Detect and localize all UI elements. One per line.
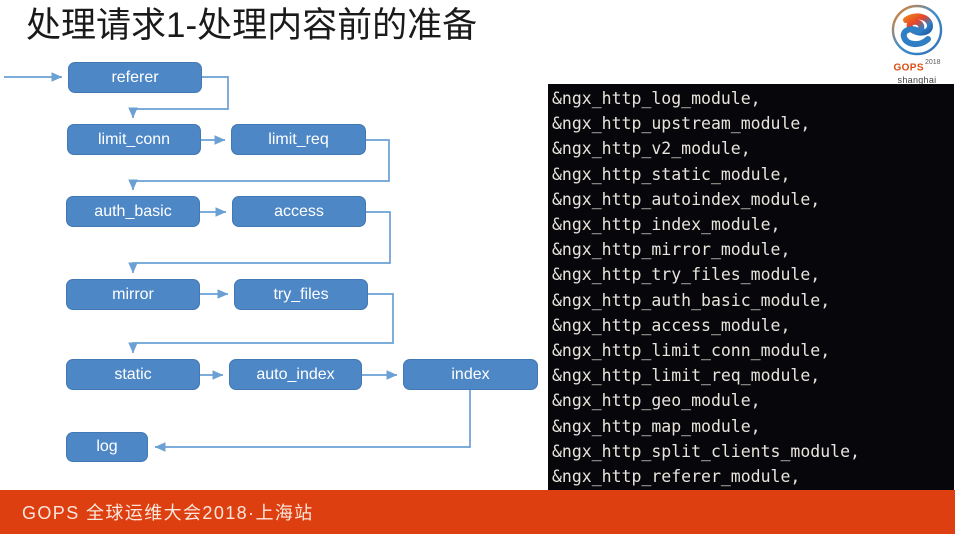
code-line: &ngx_http_autoindex_module,: [552, 189, 821, 209]
flow-node-label: limit_conn: [97, 130, 171, 148]
code-line: &ngx_http_limit_conn_module,: [552, 341, 831, 361]
flow-node-label: auth_basic: [94, 202, 172, 220]
gops-logo: GOPS2018 shanghai: [884, 4, 950, 85]
flow-node-label: limit_req: [268, 130, 329, 148]
footer-bar: GOPS 全球运维大会2018·上海站: [0, 490, 955, 534]
flow-node-label: auto_index: [256, 365, 335, 383]
code-line: &ngx_http_mirror_module,: [552, 240, 791, 260]
code-line: &ngx_http_split_clients_module,: [552, 441, 860, 461]
flow-node-auto-index[interactable]: auto_index: [229, 359, 362, 390]
code-line-list: &ngx_http_log_module, &ngx_http_upstream_…: [548, 84, 954, 489]
flow-node-limit-req[interactable]: limit_req: [231, 124, 366, 155]
flow-node-static[interactable]: static: [66, 359, 200, 390]
code-line: &ngx_http_v2_module,: [552, 139, 751, 159]
flow-node-label: mirror: [112, 285, 154, 303]
code-line: &ngx_http_try_files_module,: [552, 265, 821, 285]
flow-node-label: try_files: [273, 285, 329, 303]
flow-node-referer[interactable]: referer: [68, 62, 202, 93]
flow-node-limit-conn[interactable]: limit_conn: [67, 124, 201, 155]
code-line: &ngx_http_log_module,: [552, 89, 761, 108]
code-line: &ngx_http_referer_module,: [552, 467, 801, 487]
flow-node-label: referer: [111, 68, 159, 86]
code-line: &ngx_http_index_module,: [552, 215, 781, 235]
code-line: &ngx_http_upstream_module,: [552, 114, 811, 134]
flow-node-label: index: [451, 365, 490, 383]
flow-node-try-files[interactable]: try_files: [234, 279, 368, 310]
logo-brand: GOPS: [893, 62, 924, 74]
flow-node-label: static: [114, 365, 152, 383]
code-line: &ngx_http_static_module,: [552, 164, 791, 184]
flow-node-index[interactable]: index: [403, 359, 538, 390]
code-line: &ngx_http_limit_req_module,: [552, 366, 821, 386]
flow-node-label: access: [274, 202, 324, 220]
code-line: &ngx_http_access_module,: [552, 315, 791, 335]
flow-node-mirror[interactable]: mirror: [66, 279, 200, 310]
code-panel: &ngx_http_log_module, &ngx_http_upstream_…: [548, 84, 954, 490]
code-line: &ngx_http_geo_module,: [552, 391, 761, 411]
flow-node-label: log: [96, 438, 118, 455]
flow-node-auth-basic[interactable]: auth_basic: [66, 196, 200, 227]
flow-node-access[interactable]: access: [232, 196, 366, 227]
page-title: 处理请求1-处理内容前的准备: [26, 6, 478, 45]
flowchart: referer limit_conn limit_req auth_basic …: [4, 62, 538, 462]
logo-caption: GOPS2018 shanghai: [884, 58, 950, 85]
logo-city: shanghai: [897, 75, 937, 86]
flow-node-log[interactable]: log: [66, 432, 148, 462]
gops-logo-mark-icon: [890, 4, 944, 58]
logo-year: 2018: [924, 59, 941, 66]
code-line: &ngx_http_auth_basic_module,: [552, 290, 831, 310]
footer-text: GOPS 全球运维大会2018·上海站: [22, 503, 314, 523]
code-line: &ngx_http_map_module,: [552, 416, 761, 436]
